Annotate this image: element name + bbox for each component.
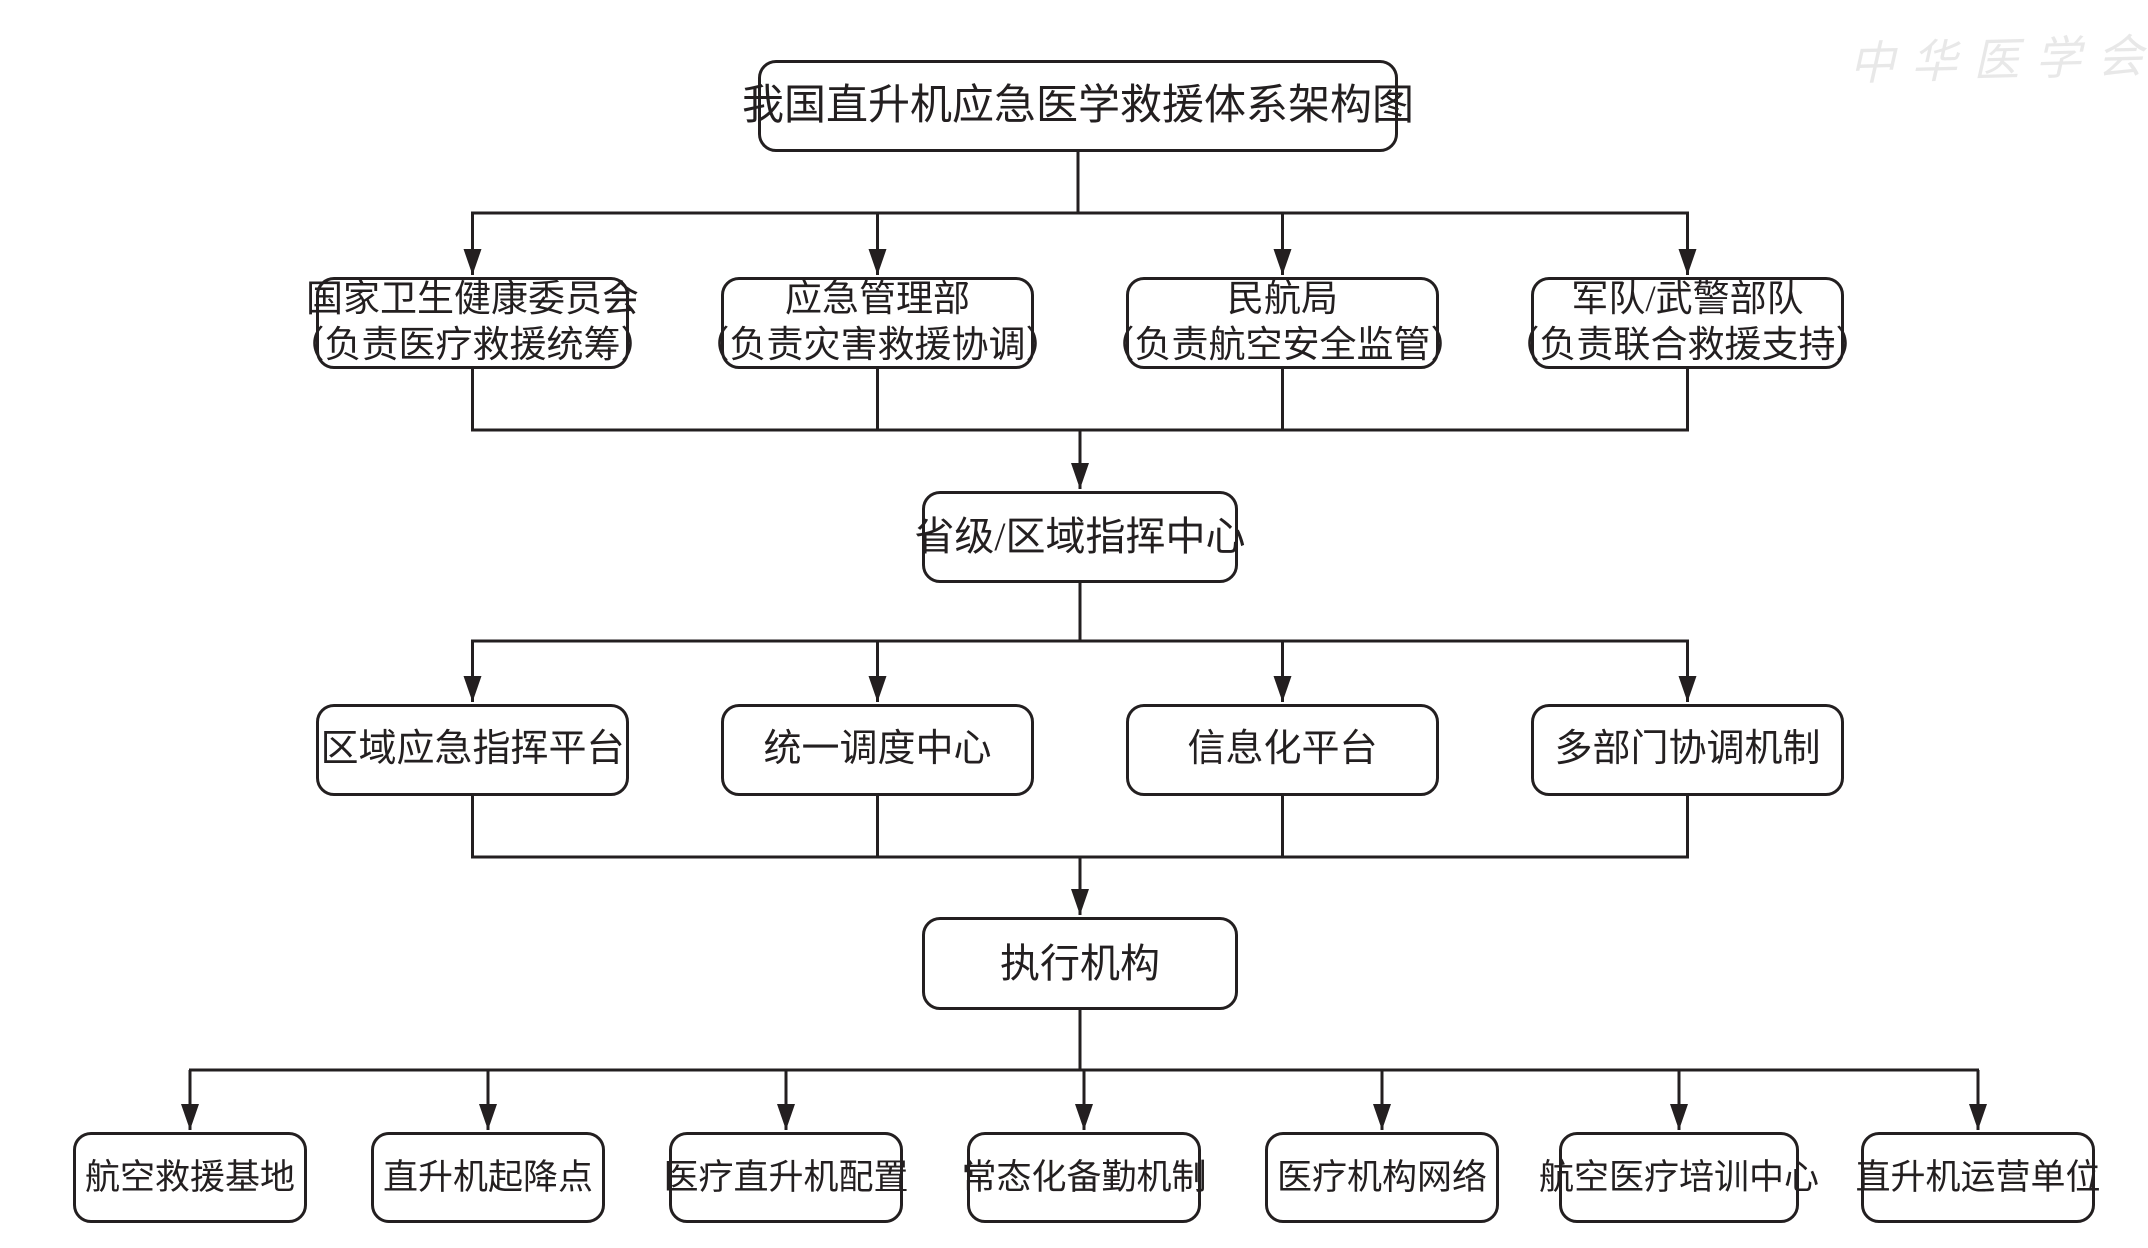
node-operator-unit-label: 直升机运营单位 xyxy=(1855,1157,2101,1197)
node-health-commission-name: 国家卫生健康委员会 xyxy=(306,279,639,321)
node-dispatch-center: 统一调度中心 xyxy=(721,704,1034,796)
node-helipad: 直升机起降点 xyxy=(371,1132,605,1223)
node-hospital-network: 医疗机构网络 xyxy=(1265,1132,1499,1223)
node-rescue-base: 航空救援基地 xyxy=(73,1132,307,1223)
node-coordination-mechanism-label: 多部门协调机制 xyxy=(1554,728,1821,771)
node-command-center-label: 省级/区域指挥中心 xyxy=(914,514,1246,560)
node-emergency-ministry-name: 应急管理部 xyxy=(785,279,970,321)
node-civil-aviation-name: 民航局 xyxy=(1227,279,1338,321)
node-emergency-ministry-role: （负责灾害救援协调） xyxy=(692,325,1063,366)
node-executive: 执行机构 xyxy=(922,917,1238,1010)
node-helicopter-config: 医疗直升机配置 xyxy=(664,1132,909,1223)
node-hospital-network-label: 医疗机构网络 xyxy=(1276,1157,1487,1197)
node-training-center-label: 航空医疗培训中心 xyxy=(1539,1157,1820,1197)
node-training-center: 航空医疗培训中心 xyxy=(1539,1132,1819,1223)
node-health-commission: 国家卫生健康委员会 （负责医疗救援统筹） xyxy=(288,277,658,369)
node-info-platform: 信息化平台 xyxy=(1126,704,1439,796)
node-helicopter-config-label: 医疗直升机配置 xyxy=(663,1157,909,1197)
node-emergency-ministry: 应急管理部 （负责灾害救援协调） xyxy=(693,277,1063,369)
node-standby-mechanism: 常态化备勤机制 xyxy=(962,1132,1207,1223)
node-coordination-mechanism: 多部门协调机制 xyxy=(1531,704,1844,796)
node-title: 我国直升机应急医学救援体系架构图 xyxy=(742,60,1414,152)
node-military-police-name: 军队/武警部队 xyxy=(1571,279,1804,321)
node-info-platform-label: 信息化平台 xyxy=(1187,728,1378,771)
node-regional-platform: 区域应急指挥平台 xyxy=(316,704,629,796)
node-military-police: 军队/武警部队 （负责联合救援支持） xyxy=(1503,277,1873,369)
node-rescue-base-label: 航空救援基地 xyxy=(84,1157,295,1197)
node-regional-platform-label: 区域应急指挥平台 xyxy=(320,728,625,771)
node-dispatch-center-label: 统一调度中心 xyxy=(763,728,992,771)
node-executive-label: 执行机构 xyxy=(1000,940,1160,986)
node-health-commission-role: （负责医疗救援统筹） xyxy=(287,325,658,366)
node-command-center: 省级/区域指挥中心 xyxy=(914,491,1246,583)
node-helipad-label: 直升机起降点 xyxy=(382,1157,593,1197)
node-civil-aviation: 民航局 （负责航空安全监管） xyxy=(1098,277,1468,369)
node-operator-unit: 直升机运营单位 xyxy=(1856,1132,2101,1223)
node-military-police-role: （负责联合救援支持） xyxy=(1502,325,1873,366)
node-civil-aviation-role: （负责航空安全监管） xyxy=(1097,325,1468,366)
node-title-label: 我国直升机应急医学救援体系架构图 xyxy=(742,82,1415,129)
node-standby-mechanism-label: 常态化备勤机制 xyxy=(961,1157,1207,1197)
